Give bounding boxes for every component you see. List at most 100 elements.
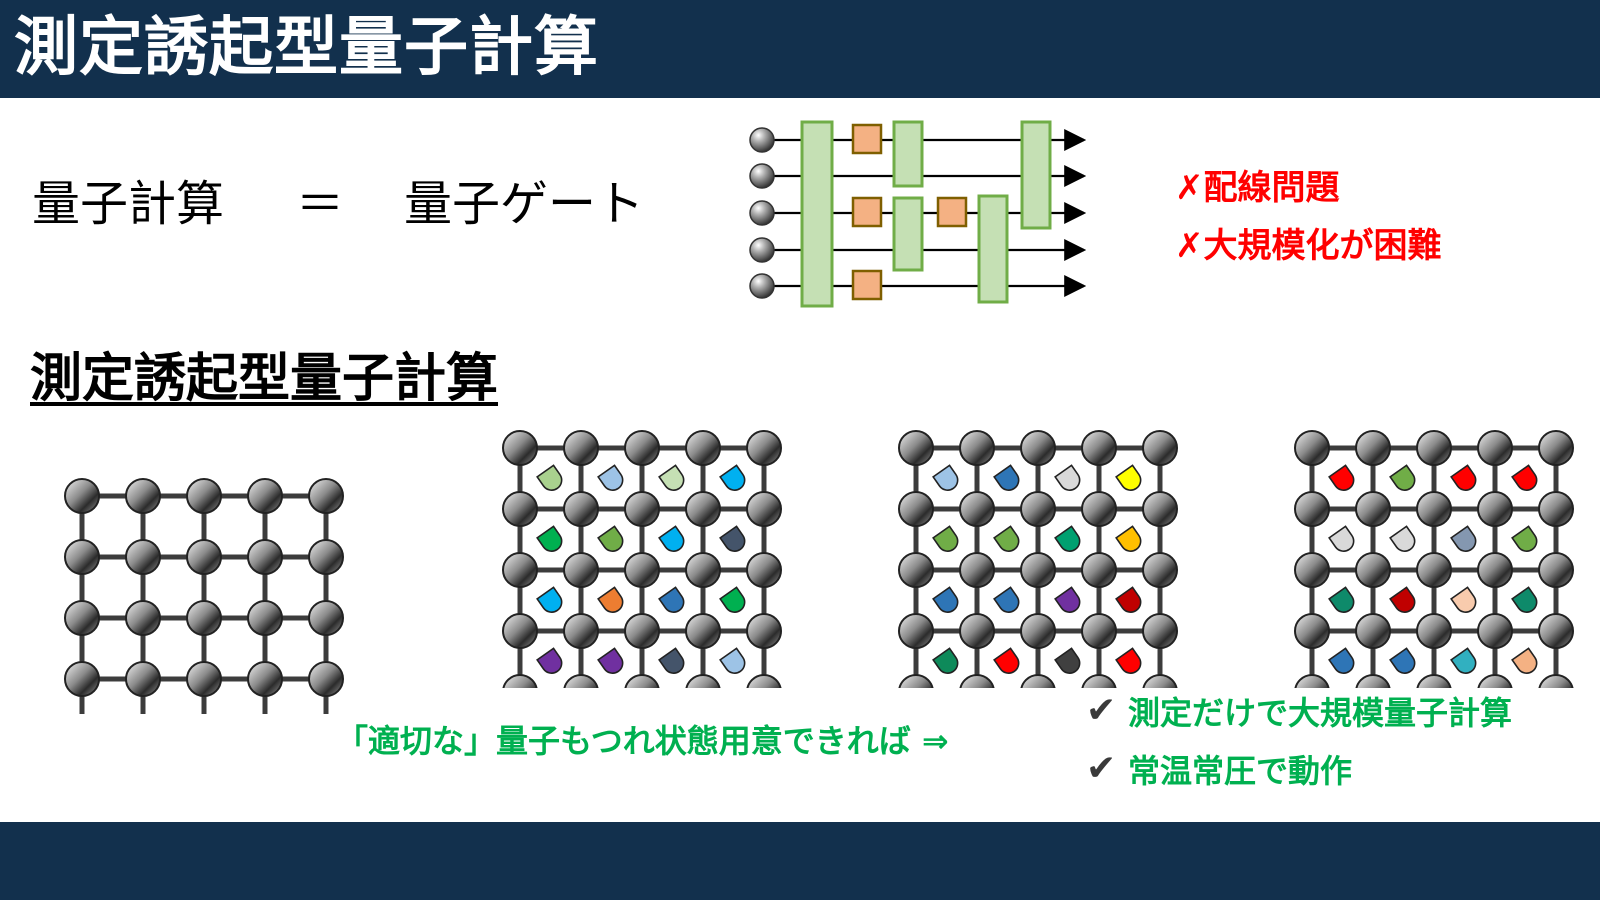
- qubit-node-icon: [1477, 430, 1513, 466]
- qubit-node-icon: [563, 491, 599, 527]
- qubit-node-icon: [1142, 674, 1178, 688]
- two-qubit-gate: [800, 120, 834, 308]
- measurement-cup-icon: [1511, 586, 1538, 613]
- equation-right: 量子ゲート: [404, 176, 645, 232]
- measurement-cup-icon: [993, 464, 1020, 491]
- measurement-cup-icon: [1328, 464, 1355, 491]
- qubit-icon: [749, 127, 775, 153]
- gate-circuit-diagram: [749, 120, 1087, 308]
- qubit-node-icon: [308, 478, 344, 514]
- qubit-node-icon: [1538, 552, 1574, 588]
- qubit-node-icon: [959, 674, 995, 688]
- qubit-icon: [749, 273, 775, 299]
- qubit-node-icon: [898, 552, 934, 588]
- qubit-node-icon: [1416, 430, 1452, 466]
- qubit-node-icon: [308, 539, 344, 575]
- single-qubit-gate: [851, 196, 883, 228]
- qubit-node-icon: [247, 478, 283, 514]
- measurement-cup-icon: [536, 525, 563, 552]
- qubit-node-icon: [685, 552, 721, 588]
- qubit-node-icon: [1477, 491, 1513, 527]
- qubit-node-icon: [1416, 552, 1452, 588]
- cluster-state-lattice: [64, 478, 344, 714]
- single-qubit-gate: [851, 269, 883, 301]
- qubit-node-icon: [685, 613, 721, 649]
- measurement-cup-icon: [993, 586, 1020, 613]
- qubit-node-icon: [186, 600, 222, 636]
- problem-item-scaling: ✗大規模化が困難: [1175, 224, 1442, 268]
- qubit-node-icon: [624, 674, 660, 688]
- benefit-measurement: 測定だけで大規模量子計算: [1128, 694, 1513, 732]
- qubit-node-icon: [1355, 491, 1391, 527]
- measurement-cup-icon: [658, 525, 685, 552]
- qubit-node-icon: [1142, 613, 1178, 649]
- qubit-node-icon: [624, 430, 660, 466]
- page-title: 測定誘起型量子計算: [14, 11, 599, 85]
- two-qubit-gate: [977, 194, 1009, 304]
- qubit-node-icon: [186, 661, 222, 697]
- qubit-node-icon: [186, 478, 222, 514]
- measurement-cup-icon: [1115, 586, 1142, 613]
- implies-arrow: ⇒: [921, 722, 949, 760]
- benefit-room-temperature: 常温常圧で動作: [1128, 752, 1353, 790]
- qubit-node-icon: [502, 491, 538, 527]
- qubit-node-icon: [1538, 613, 1574, 649]
- qubit-node-icon: [1294, 491, 1330, 527]
- measurement-cup-icon: [932, 586, 959, 613]
- qubit-node-icon: [247, 661, 283, 697]
- equation-left: 量子計算: [32, 176, 225, 232]
- qubit-node-icon: [685, 491, 721, 527]
- measurement-cup-icon: [536, 586, 563, 613]
- measurement-cup-icon: [1328, 586, 1355, 613]
- qubit-node-icon: [959, 613, 995, 649]
- qubit-node-icon: [959, 552, 995, 588]
- qubit-node-icon: [1477, 613, 1513, 649]
- qubit-node-icon: [1477, 674, 1513, 688]
- qubit-node-icon: [746, 430, 782, 466]
- measurement-cup-icon: [1450, 586, 1477, 613]
- measurement-cup-icon: [1328, 525, 1355, 552]
- qubit-node-icon: [125, 600, 161, 636]
- measurement-cup-icon: [719, 525, 746, 552]
- check-icon: ✔: [1086, 690, 1117, 731]
- measurement-cup-icon: [993, 525, 1020, 552]
- measurement-cup-icon: [1389, 586, 1416, 613]
- measurement-cup-icon: [658, 647, 685, 674]
- check-icon: ✔: [1086, 748, 1117, 789]
- qubit-node-icon: [1081, 674, 1117, 688]
- qubit-node-icon: [64, 661, 100, 697]
- qubit-node-icon: [1142, 491, 1178, 527]
- qubit-node-icon: [1294, 552, 1330, 588]
- measurement-cup-icon: [1450, 464, 1477, 491]
- qubit-node-icon: [1294, 674, 1330, 688]
- measurement-cup-icon: [1054, 647, 1081, 674]
- qubit-node-icon: [1020, 613, 1056, 649]
- qubit-node-icon: [685, 674, 721, 688]
- qubit-node-icon: [1538, 674, 1574, 688]
- measurement-cup-icon: [1450, 647, 1477, 674]
- measurement-cup-icon: [1450, 525, 1477, 552]
- two-qubit-gate: [892, 196, 924, 272]
- qubit-node-icon: [1142, 430, 1178, 466]
- qubit-node-icon: [746, 613, 782, 649]
- footer-bar: [0, 822, 1600, 900]
- measurement-cup-icon: [1389, 525, 1416, 552]
- qubit-node-icon: [64, 600, 100, 636]
- single-qubit-gate: [851, 123, 883, 155]
- qubit-node-icon: [685, 430, 721, 466]
- measurement-cup-icon: [597, 586, 624, 613]
- qubit-icon: [749, 237, 775, 263]
- measured-lattice-2: [898, 430, 1178, 688]
- qubit-node-icon: [247, 539, 283, 575]
- measurement-cup-icon: [1054, 525, 1081, 552]
- measurement-cup-icon: [719, 647, 746, 674]
- qubit-node-icon: [959, 491, 995, 527]
- qubit-node-icon: [1020, 491, 1056, 527]
- measurement-cup-icon: [719, 464, 746, 491]
- qubit-node-icon: [1081, 613, 1117, 649]
- qubit-node-icon: [1081, 430, 1117, 466]
- measurement-cup-icon: [1115, 525, 1142, 552]
- single-qubit-gate: [936, 196, 968, 228]
- qubit-node-icon: [563, 674, 599, 688]
- qubit-node-icon: [502, 674, 538, 688]
